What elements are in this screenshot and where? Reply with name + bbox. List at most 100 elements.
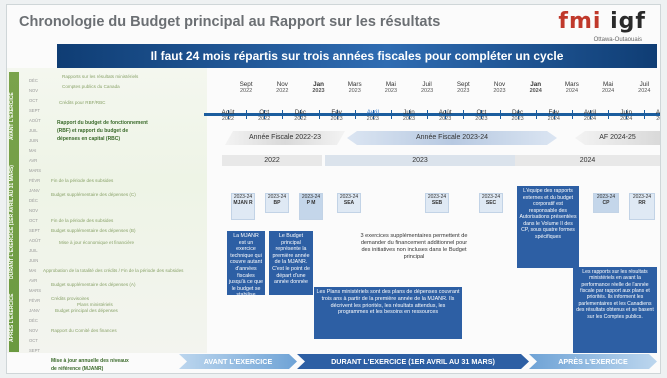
left-month-label: OCT <box>29 218 38 223</box>
left-month-label: JANV <box>29 188 40 193</box>
left-month-label: NOV <box>29 208 39 213</box>
left-doc-label: Mise à jour annuelle des niveaux <box>51 358 129 364</box>
note-comptes-publics: L'équipe des rapports externes et du bud… <box>517 186 579 268</box>
note-budget-principal: Le Budget principal représente la premiè… <box>269 231 313 295</box>
timeline-tick <box>318 110 320 119</box>
timeline-tick <box>409 110 410 119</box>
cycle-banner: Il faut 24 mois répartis sur trois année… <box>57 44 657 68</box>
phase-before: AVANT L'EXERCICE <box>179 354 297 369</box>
left-month-label: DÉC <box>29 318 38 323</box>
left-month-label: AOÛT <box>29 118 41 123</box>
note-mjanr: La MJANR est un exercice technique qui c… <box>227 231 265 299</box>
left-month-label: NOV <box>29 328 39 333</box>
green-stripe <box>9 72 19 352</box>
note-plans-ministeriels: Les Plans ministériels sont des plans de… <box>314 287 462 339</box>
timeline-tick <box>390 110 392 119</box>
left-doc-label: Crédits pour RBF/RBC <box>59 100 106 105</box>
timeline-tick <box>644 110 646 119</box>
timeline-tick <box>481 110 483 119</box>
note-rapports-resultats: Les rapports sur les résultats ministéri… <box>573 267 657 353</box>
timeline-month-bottom: Août2024 <box>655 109 661 123</box>
timeline-tick <box>445 110 447 119</box>
left-month-label: SEPT <box>29 108 40 113</box>
left-month-label: NOV <box>29 88 39 93</box>
timeline-tick <box>608 110 610 119</box>
left-doc-label: Rapports sur les résultats ministériels <box>62 74 139 79</box>
left-month-label: OCT <box>29 98 38 103</box>
left-doc-label: (RBF) et rapport du budget de <box>57 128 129 134</box>
timeline-tick <box>535 110 537 119</box>
timeline-tick <box>590 110 591 119</box>
left-month-label: AOÛT <box>29 238 41 243</box>
timeline-tick <box>463 110 465 119</box>
left-doc-label: Budget supplémentaire des dépenses (A) <box>51 282 136 287</box>
left-doc-label: Comptes publics du Canada <box>62 84 120 89</box>
left-doc-label: de référence (MJANR) <box>51 366 104 372</box>
fiscal-year-2024-25: AF 2024-25 <box>575 131 660 145</box>
left-month-label: JUIL <box>29 248 38 253</box>
left-doc-label: Mise à jour économique et financière <box>59 240 135 245</box>
timeline-tick <box>499 110 501 119</box>
left-month-label: SEPT <box>29 348 40 353</box>
timeline-tick <box>553 110 555 119</box>
calendar-year-2024: 2024 <box>515 155 660 166</box>
fiscal-year-2022-23: Année Fiscale 2022-23 <box>225 131 345 145</box>
left-doc-label: Rapport du budget de fonctionnement <box>57 120 148 126</box>
left-month-label: JUIN <box>29 138 39 143</box>
phase-bar: AVANT L'EXERCICE DURANT L'EXERCICE (1ER … <box>179 354 659 369</box>
left-month-label: MARS <box>29 288 42 293</box>
left-month-label: MARS <box>29 168 42 173</box>
left-month-label: FÉVR <box>29 178 41 183</box>
left-month-label: MAI <box>29 148 37 153</box>
fiscal-year-2023-24: Année Fiscale 2023-24 <box>347 131 557 145</box>
left-doc-label: dépenses en capital (RBC) <box>57 136 121 142</box>
logo-subtitle: Ottawa-Outaouais <box>593 37 642 43</box>
left-month-label: DÉC <box>29 198 38 203</box>
left-month-label: OCT <box>29 338 38 343</box>
timeline-tick <box>264 110 266 119</box>
left-band-during: DURANT L'EXERCICE (1ER AVRIL AU 31 MARS) <box>9 165 15 279</box>
timeline-tick <box>300 110 302 119</box>
left-doc-label: Rapport du Comité des finances <box>51 328 117 333</box>
timeline-tick <box>517 110 519 119</box>
timeline-tick <box>571 110 573 119</box>
left-month-label: AVR <box>29 158 38 163</box>
left-doc-label: Plans ministériels <box>77 302 113 307</box>
left-doc-label: Fin de la période des subsides <box>51 218 114 223</box>
timeline-tick <box>228 110 229 119</box>
timeline-tick <box>246 110 248 119</box>
note-supplementary: 3 exercices supplémentaires permettent d… <box>360 233 468 260</box>
timeline-axis <box>204 110 660 119</box>
phase-after: APRÈS L'EXERCICE <box>529 354 657 369</box>
left-calendar-photo: AVANT L'EXERCICE DURANT L'EXERCICE (1ER … <box>7 68 207 372</box>
timeline-tick <box>626 110 628 119</box>
